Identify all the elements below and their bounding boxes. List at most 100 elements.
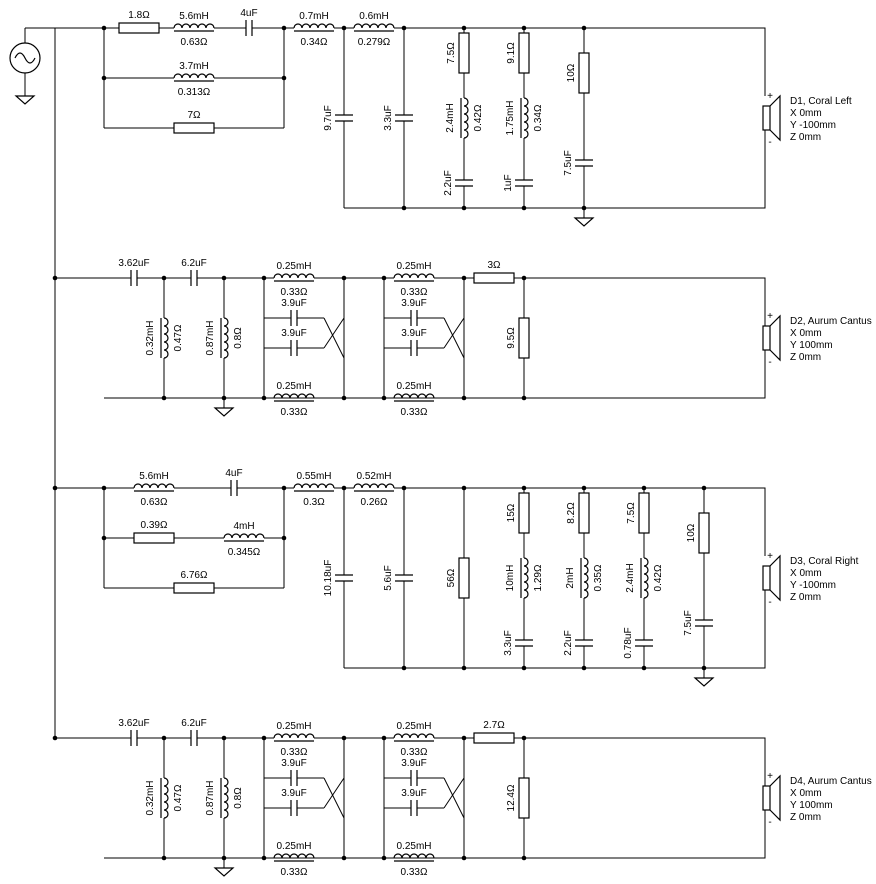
component-label: 0.34Ω bbox=[301, 37, 328, 48]
component-label: 0.33Ω bbox=[281, 287, 308, 298]
capacitor: 3.3uF bbox=[383, 28, 413, 208]
driver-z: Z 0mm bbox=[790, 132, 821, 143]
capacitor: 3.9uF bbox=[384, 758, 444, 786]
capacitor: 2.2uF bbox=[563, 618, 593, 668]
component-label: 0.32mH bbox=[145, 780, 156, 815]
component-label: 3.9uF bbox=[281, 788, 307, 799]
component-label: 0.87mH bbox=[205, 780, 216, 815]
component-label: 0.3Ω bbox=[303, 497, 325, 508]
junction-dot bbox=[101, 535, 107, 541]
capacitor: 3.3uF bbox=[503, 618, 533, 668]
component-label: 2.4mH bbox=[445, 103, 456, 132]
component-label: 3.9uF bbox=[401, 328, 427, 339]
capacitor: 3.9uF bbox=[264, 788, 324, 816]
junction-dot bbox=[281, 75, 287, 81]
resistor: 7.5Ω bbox=[446, 28, 470, 78]
capacitor: 7.5uF bbox=[563, 118, 593, 208]
component-label: 5.6mH bbox=[139, 471, 168, 482]
component-label: 6.2uF bbox=[181, 258, 207, 269]
capacitor: 2.2uF bbox=[443, 158, 473, 208]
component-label: 0.63Ω bbox=[141, 497, 168, 508]
junction-dot bbox=[161, 855, 167, 861]
component-label: 0.8Ω bbox=[233, 327, 244, 349]
component-label: 2.7Ω bbox=[483, 720, 505, 731]
driver-y: Y 100mm bbox=[790, 340, 833, 351]
resistor: 9.5Ω bbox=[506, 278, 530, 398]
junction-dot bbox=[161, 395, 167, 401]
resistor: 7Ω bbox=[104, 110, 284, 134]
component-label: 7.5uF bbox=[683, 610, 694, 636]
polarity-plus: + bbox=[767, 771, 773, 782]
component-label: 4uF bbox=[240, 8, 257, 19]
polarity-minus: - bbox=[768, 597, 771, 608]
component-label: 3.9uF bbox=[281, 328, 307, 339]
component-label: 1uF bbox=[503, 174, 514, 191]
capacitor: 1uF bbox=[503, 158, 533, 208]
polarity-plus: + bbox=[767, 551, 773, 562]
driver-z: Z 0mm bbox=[790, 352, 821, 363]
component-label: 5.6uF bbox=[383, 565, 394, 591]
driver-name: D2, Aurum Cantus bbox=[790, 316, 872, 327]
component-label: 10.18uF bbox=[323, 560, 334, 597]
component-label: 3.9uF bbox=[401, 298, 427, 309]
component-label: 0.279Ω bbox=[358, 37, 391, 48]
component-label: 0.33Ω bbox=[281, 747, 308, 758]
component-label: 7.5uF bbox=[563, 150, 574, 176]
ground-icon bbox=[573, 217, 595, 227]
component-label: 0.33Ω bbox=[281, 867, 308, 878]
capacitor: 10.18uF bbox=[323, 488, 353, 668]
component-label: 0.33Ω bbox=[401, 747, 428, 758]
capacitor: 3.62uF bbox=[104, 718, 164, 746]
resistor: 9.1Ω bbox=[506, 28, 530, 78]
driver-y: Y 100mm bbox=[790, 800, 833, 811]
component-label: 9.5Ω bbox=[506, 327, 517, 349]
resistor: 0.39Ω bbox=[104, 520, 204, 544]
junction-dot bbox=[401, 205, 407, 211]
ground-icon bbox=[213, 867, 235, 877]
inductor: 0.55mH 0.3Ω bbox=[284, 471, 344, 508]
component-label: 0.55mH bbox=[296, 471, 331, 482]
capacitor: 6.2uF bbox=[164, 258, 224, 286]
driver-name: D3, Coral Right bbox=[790, 556, 859, 567]
component-label: 0.87mH bbox=[205, 320, 216, 355]
component-label: 4mH bbox=[233, 521, 254, 532]
component-label: 9.7uF bbox=[323, 105, 334, 131]
component-label: 4uF bbox=[225, 468, 242, 479]
polarity-minus: - bbox=[768, 817, 771, 828]
capacitor: 9.7uF bbox=[323, 28, 353, 208]
capacitor: 3.9uF bbox=[264, 758, 324, 786]
component-label: 3.9uF bbox=[401, 758, 427, 769]
resistor: 10Ω bbox=[566, 28, 590, 118]
junction-dot bbox=[101, 75, 107, 81]
component-label: 0.33Ω bbox=[401, 867, 428, 878]
component-label: 0.33Ω bbox=[281, 407, 308, 418]
component-label: 3.62uF bbox=[118, 258, 149, 269]
driver-name: D4, Aurum Cantus bbox=[790, 776, 872, 787]
junction-dot bbox=[641, 665, 647, 671]
capacitor: 4uF bbox=[204, 468, 264, 496]
component-label: 7.5Ω bbox=[446, 42, 457, 64]
component-label: 0.32mH bbox=[145, 320, 156, 355]
resistor: 8.2Ω bbox=[566, 488, 590, 538]
polarity-minus: - bbox=[768, 137, 771, 148]
component-label: 0.25mH bbox=[396, 721, 431, 732]
capacitor: 3.9uF bbox=[264, 328, 324, 356]
capacitor: 7.5uF bbox=[683, 578, 713, 668]
resistor: 3Ω bbox=[464, 260, 524, 284]
junction-dot bbox=[461, 665, 467, 671]
component-label: 7Ω bbox=[187, 110, 201, 121]
component-label: 10mH bbox=[505, 565, 516, 592]
component-label: 3.9uF bbox=[281, 298, 307, 309]
